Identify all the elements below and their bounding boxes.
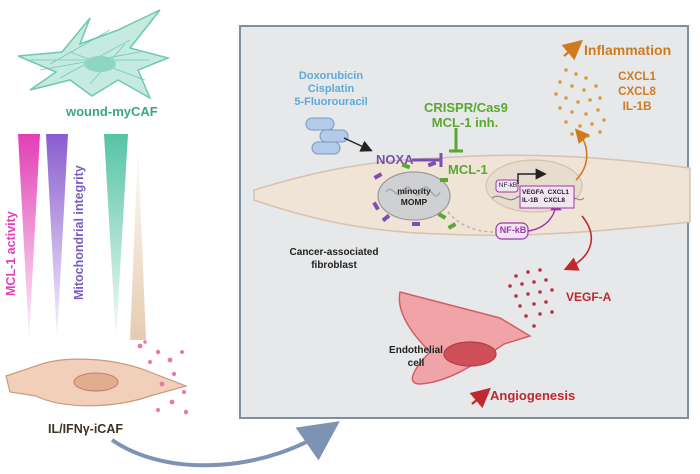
mcl1-label: MCL-1	[448, 162, 488, 177]
nfkb-cyto-label: NF-kB	[499, 225, 527, 235]
gene-vegfa: VEGFA	[522, 189, 545, 196]
momp-label: minority MOMP	[392, 186, 436, 208]
momp-line2: MOMP	[400, 197, 428, 207]
gene-cxcl1: CXCL1	[547, 189, 569, 196]
angiogenesis-up-arrow	[469, 387, 492, 409]
drug-cisplatin: Cisplatin	[307, 83, 355, 95]
mitochondrion	[377, 171, 451, 221]
mycaf-wedge	[104, 134, 128, 340]
mito-integrity-label: Mitochondrial integrity	[72, 165, 86, 300]
drug-to-noxa-arrow	[343, 137, 373, 152]
cytokine-cxcl8: CXCL8	[618, 86, 656, 98]
endothelial-cell	[398, 291, 532, 385]
mcl1-activity-wedge	[18, 134, 40, 340]
drugs-list: Doxorubicin Cisplatin 5-Fluorouracil	[286, 70, 376, 109]
icaf-secretion-dots	[137, 340, 189, 415]
nfkb-nucleus-box	[495, 179, 519, 193]
drug-5fu: 5-Fluorouracil	[294, 96, 368, 108]
inflammation-up-arrow	[561, 39, 584, 61]
nfkb-nucleus-label: NF-kB	[498, 182, 518, 189]
cytokine-cxcl1: CXCL1	[618, 71, 656, 83]
endothelial-line1: Endothelial	[389, 345, 443, 356]
cytokine-list: CXCL1 CXCL8 IL-1B	[614, 70, 660, 115]
cytokine-dots	[554, 68, 606, 138]
crispr-label: CRISPR/Cas9 MCL-1 inh.	[424, 100, 508, 130]
caf-line1: Cancer-associated	[289, 247, 379, 258]
endothelial-label: Endothelial cell	[384, 344, 448, 370]
gene-il1b: IL-1B	[522, 197, 539, 204]
noxa-label: NOXA	[376, 152, 414, 167]
vegfa-dots	[508, 268, 554, 328]
drug-pills	[305, 117, 349, 155]
gene-cxcl8: CXCL8	[543, 197, 565, 204]
nfkb-to-inflammation-arrow	[574, 128, 590, 181]
angiogenesis-label: Angiogenesis	[490, 388, 576, 403]
crispr-line2: MCL-1 inh.	[431, 115, 499, 130]
icaf-wedge	[130, 145, 146, 340]
cytokine-il1b: IL-1B	[622, 101, 652, 113]
wound-mycaf-label: wound-myCAF	[66, 104, 158, 119]
transcription-start-arrow	[517, 168, 547, 184]
nfkb-to-vegfa-arrow	[563, 215, 593, 271]
caf-label: Cancer-associated fibroblast	[286, 246, 382, 272]
momp-line1: minority	[397, 186, 431, 196]
icaf-label: IL/IFNγ-iCAF	[48, 422, 123, 436]
icaf-to-panel-arrow	[110, 421, 340, 468]
gene-box	[519, 185, 575, 209]
inflammation-label: Inflammation	[584, 42, 672, 58]
vegfa-label: VEGF-A	[566, 290, 612, 304]
momp-to-nfkb-arrow	[447, 211, 497, 233]
bcl2-protein-marks	[372, 160, 457, 230]
gene-list: VEGFA CXCL1 IL-1B CXCL8	[522, 189, 569, 205]
crispr-line1: CRISPR/Cas9	[424, 100, 508, 115]
mcl1-activity-label: MCL-1 activity	[4, 211, 18, 296]
caf-line2: fibroblast	[311, 260, 357, 271]
endothelial-line2: cell	[407, 358, 425, 369]
drug-doxorubicin: Doxorubicin	[298, 70, 364, 82]
icaf-cell	[5, 358, 188, 407]
mycaf-cell	[17, 9, 171, 100]
mito-integrity-wedge	[46, 134, 68, 340]
